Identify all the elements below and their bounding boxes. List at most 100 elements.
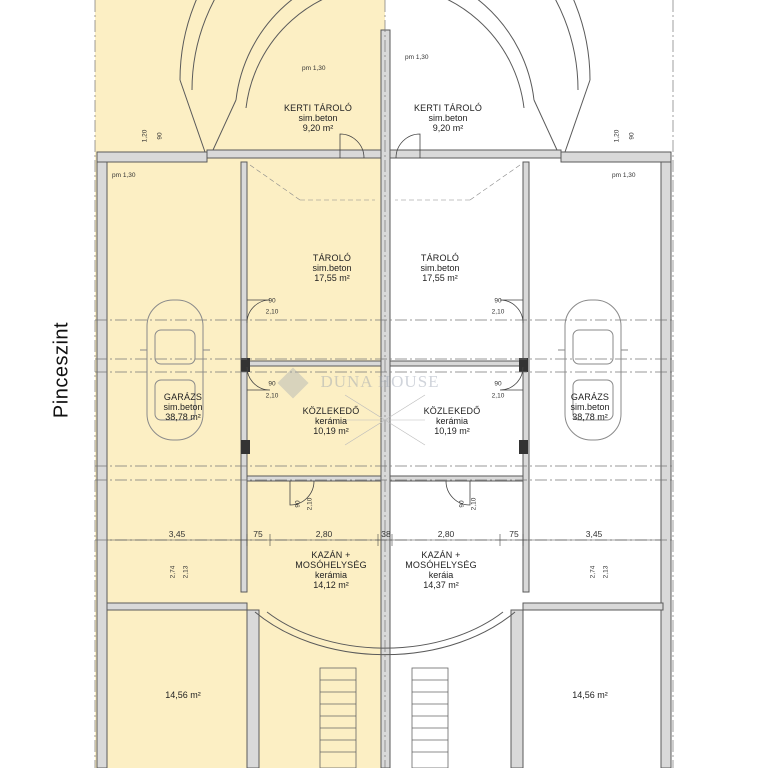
level-label: pm 1,30 xyxy=(302,65,326,72)
dimension-label: 2,74 xyxy=(589,565,597,579)
spiral-stair xyxy=(344,394,426,446)
dimension-label: 2,10 xyxy=(491,308,505,316)
left-tarolo-area: 17,55 m² xyxy=(314,273,350,284)
right-kozl-label: KÖZLEKEDŐ kerámia 10,19 m² xyxy=(424,406,481,436)
arch-right-end xyxy=(564,79,591,153)
axis-lines xyxy=(94,0,674,768)
right-bottom-area: 14,56 m² xyxy=(572,690,608,700)
dimension-label: 90 xyxy=(494,297,502,305)
wall-kozl-bot-right xyxy=(389,475,524,482)
level-label: pm 1,30 xyxy=(612,172,636,179)
dimension-label: 90 xyxy=(628,132,636,140)
doors xyxy=(246,133,524,506)
left-kerti-label: KERTI TÁROLÓ sim.beton 9,20 m² xyxy=(284,103,352,133)
columns xyxy=(241,358,528,454)
dimension-label: 2,10 xyxy=(265,308,279,316)
left-tarolo-sub: sim.beton xyxy=(312,263,352,274)
hidden-lines xyxy=(249,164,521,201)
right-kerti-sub: sim.beton xyxy=(428,113,468,124)
wall-garage-right xyxy=(522,161,530,593)
left-kazan-area: 14,12 m² xyxy=(313,580,349,591)
dimension-label: 1,20 xyxy=(141,129,149,143)
right-garazs-label: GARÁZS sim.beton 38,78 m² xyxy=(570,392,609,422)
arch-left-end xyxy=(179,79,206,153)
arch-outer-2 xyxy=(191,0,579,91)
dimension-label: 2,10 xyxy=(491,392,505,400)
door-left-tarolo xyxy=(246,299,271,324)
left-tarolo-name: TÁROLÓ xyxy=(312,253,352,263)
right-kozl-area: 10,19 m² xyxy=(434,426,470,437)
left-kozl-area: 10,19 m² xyxy=(313,426,349,437)
stair-right xyxy=(411,667,449,769)
left-kerti-area: 9,20 m² xyxy=(302,123,334,134)
kazan-arc-outer xyxy=(254,611,516,656)
wall-kerti-right xyxy=(389,149,562,159)
wall-kerti-left xyxy=(206,149,386,159)
walls xyxy=(96,29,672,769)
wall-center xyxy=(380,29,391,769)
column xyxy=(241,440,250,454)
dimension-label: 3,45 xyxy=(168,529,186,539)
dimension-label: 75 xyxy=(253,529,263,539)
arch-inner xyxy=(235,0,535,101)
wall-bottom-right xyxy=(522,602,664,611)
left-kerti-sub: sim.beton xyxy=(298,113,338,124)
dimension-label: 1,20 xyxy=(613,129,621,143)
right-garazs-area: 38,78 m² xyxy=(572,412,608,423)
dimension-label: 75 xyxy=(509,529,519,539)
door-left-kerti xyxy=(339,133,365,159)
left-garazs-area: 38,78 m² xyxy=(165,412,201,423)
dimension-label: 38 xyxy=(381,529,391,539)
dimension-label: 90 xyxy=(494,380,502,388)
dimension-label: 2,13 xyxy=(602,565,610,579)
door-left-kozl xyxy=(246,366,271,391)
car-right xyxy=(558,299,628,441)
left-kozl-name: KÖZLEKEDŐ xyxy=(302,406,360,416)
wall-garage-left xyxy=(240,161,248,593)
dimension-label: 2,74 xyxy=(169,565,177,579)
wall-top-right xyxy=(560,151,672,163)
door-right-kazan xyxy=(445,480,471,506)
right-kozl-sub: kerámia xyxy=(435,416,469,427)
top-arch xyxy=(179,0,591,153)
left-kazan-sub: kerámia xyxy=(314,570,347,581)
dimension-row xyxy=(107,534,661,546)
left-unit-highlight xyxy=(95,0,385,768)
floor-label: Pinceszint xyxy=(50,321,73,419)
dimension-label: 90 xyxy=(268,380,276,388)
car-left xyxy=(140,299,210,441)
dimension-label: 90 xyxy=(156,132,164,140)
right-tarolo-sub: sim.beton xyxy=(420,263,460,274)
dimension-label: 2,80 xyxy=(315,529,333,539)
dimension-label: 2,10 xyxy=(306,497,314,511)
left-tarolo-label: TÁROLÓ sim.beton 17,55 m² xyxy=(312,253,351,283)
right-kerti-name: KERTI TÁROLÓ xyxy=(413,103,483,113)
left-garazs-name: GARÁZS xyxy=(163,392,203,402)
arch-inner-2 xyxy=(245,0,525,109)
door-right-kerti xyxy=(395,133,421,159)
wall-bottom-room-right xyxy=(510,609,524,769)
column xyxy=(519,358,528,372)
right-garazs-name: GARÁZS xyxy=(570,392,610,402)
wall-bottom-left xyxy=(106,602,248,611)
level-label: pm 1,30 xyxy=(405,54,429,61)
dimension-label: 90 xyxy=(294,500,302,508)
right-garazs-sub: sim.beton xyxy=(570,402,610,413)
left-kazan-label: KAZÁN + MOSÓHELYSÉG kerámia 14,12 m² xyxy=(295,550,367,590)
right-kazan-sub: keráia xyxy=(428,570,454,581)
left-garazs-label: GARÁZS sim.beton 38,78 m² xyxy=(163,392,202,422)
door-right-kozl xyxy=(499,366,524,391)
dimension-label: 2,80 xyxy=(437,529,455,539)
arch-right-end-2 xyxy=(533,99,558,151)
wall-kozl-top-right xyxy=(389,360,524,367)
door-right-tarolo xyxy=(499,299,524,324)
wall-kozl-top-left xyxy=(246,360,382,367)
left-kerti-name: KERTI TÁROLÓ xyxy=(283,103,353,113)
wall-left-outer xyxy=(96,151,108,769)
right-tarolo-name: TÁROLÓ xyxy=(420,253,460,263)
right-kazan-area: 14,37 m² xyxy=(423,580,459,591)
dimension-label: 2,10 xyxy=(265,392,279,400)
right-kazan-label: KAZÁN + MOSÓHELYSÉG keráia 14,37 m² xyxy=(405,550,477,590)
